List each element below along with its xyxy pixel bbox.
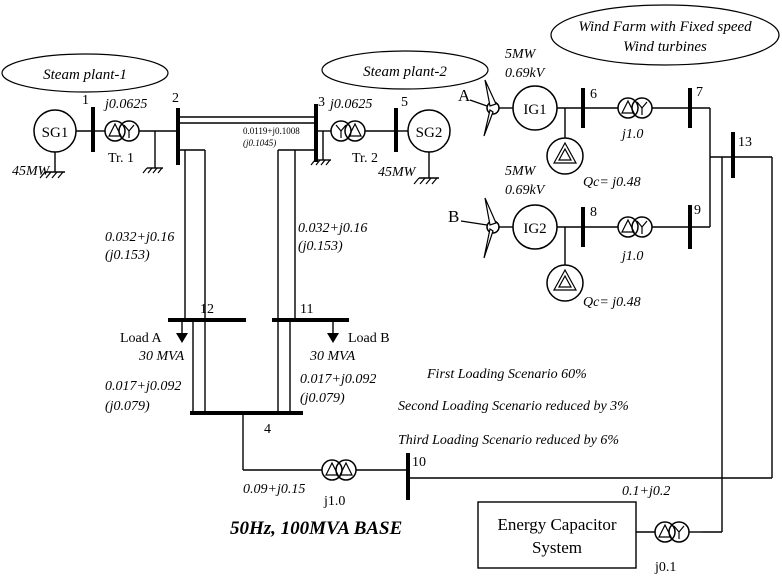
load-b: Load B 30 MVA (309, 320, 390, 364)
bus-9-label: 9 (694, 203, 701, 218)
bus-5-label: 5 (401, 95, 408, 110)
steam-plant-1-label: Steam plant-1 (1, 53, 169, 93)
steam-plant-2-label: Steam plant-2 (321, 50, 489, 90)
svg-text:Load B: Load B (348, 331, 390, 346)
loading-scenarios: First Loading Scenario 60% Second Loadin… (398, 367, 629, 448)
svg-text:Steam plant-2: Steam plant-2 (363, 64, 447, 80)
svg-text:(j0.079): (j0.079) (105, 399, 150, 414)
svg-text:5MW: 5MW (505, 47, 537, 62)
induction-generator-ig1: IG1 5MW 0.69kV (505, 47, 583, 131)
svg-text:5MW: 5MW (505, 164, 537, 179)
svg-text:(j0.1045): (j0.1045) (243, 138, 276, 148)
svg-text:0.0119+j0.1008: 0.0119+j0.1008 (243, 126, 300, 136)
line-3-11: 0.032+j0.16 (j0.153) (277, 149, 367, 320)
svg-text:Steam plant-1: Steam plant-1 (43, 67, 127, 83)
svg-text:30 MVA: 30 MVA (309, 349, 356, 364)
transformer-6-7: j1.0 (583, 97, 690, 142)
svg-text:SG2: SG2 (416, 125, 443, 141)
base-note: 50Hz, 100MVA BASE (230, 518, 402, 539)
bus-1-label: 1 (82, 93, 89, 108)
svg-text:Wind Farm with Fixed speed: Wind Farm with Fixed speed (578, 19, 752, 35)
bus-8-label: 8 (590, 205, 597, 220)
svg-text:0.017+j0.092: 0.017+j0.092 (105, 379, 181, 394)
line-13-ecs: 0.1+j0.2 (622, 157, 723, 533)
svg-text:30 MVA: 30 MVA (138, 349, 185, 364)
svg-text:First Loading Scenario 60%: First Loading Scenario 60% (426, 367, 587, 382)
line-11-4: 0.017+j0.092 (j0.079) (277, 320, 376, 413)
svg-text:0.017+j0.092: 0.017+j0.092 (300, 372, 376, 387)
transformer-tr2: j0.0625 Tr. 2 (310, 97, 396, 166)
generator-sg2: SG2 45MW (378, 109, 451, 185)
transformer-8-9: j1.0 (583, 216, 690, 264)
bus-12-label: 12 (200, 302, 214, 317)
svg-text:Energy Capacitor: Energy Capacitor (497, 515, 616, 534)
bus-11-label: 11 (300, 302, 313, 317)
transformer-tr1: j0.0625 Tr. 1 (93, 97, 178, 174)
svg-text:Qc= j0.48: Qc= j0.48 (583, 175, 641, 190)
capacitor-qc2: Qc= j0.48 (546, 227, 641, 310)
svg-text:0.1+j0.2: 0.1+j0.2 (622, 484, 670, 499)
svg-text:B: B (448, 207, 459, 226)
bus-13-label: 13 (738, 135, 752, 150)
bus-7-label: 7 (696, 85, 703, 100)
svg-text:j0.0625: j0.0625 (328, 97, 372, 112)
svg-text:Wind turbines: Wind turbines (623, 39, 707, 55)
svg-text:0.69kV: 0.69kV (505, 183, 546, 198)
svg-text:0.032+j0.16: 0.032+j0.16 (298, 221, 367, 236)
bus-3-label: 3 (318, 95, 325, 110)
svg-text:Second Loading Scenario reduce: Second Loading Scenario reduced by 3% (398, 399, 629, 414)
line-4-10: 0.09+j0.15 j1.0 (242, 413, 408, 509)
svg-text:Tr. 2: Tr. 2 (352, 151, 378, 166)
svg-text:45MW: 45MW (12, 164, 51, 179)
svg-text:0.032+j0.16: 0.032+j0.16 (105, 230, 174, 245)
wind-farm-label: Wind Farm with Fixed speed Wind turbines (550, 4, 780, 66)
line-7-9-13 (690, 107, 733, 228)
line-12-4: 0.017+j0.092 (j0.079) (105, 320, 206, 414)
svg-text:45MW: 45MW (378, 165, 417, 180)
svg-text:Tr. 1: Tr. 1 (108, 151, 134, 166)
bus-4-label: 4 (264, 422, 271, 437)
capacitor-qc1: Qc= j0.48 (546, 108, 641, 190)
svg-text:j1.0: j1.0 (620, 127, 643, 142)
line-2-12: 0.032+j0.16 (j0.153) (105, 149, 206, 320)
induction-generator-ig2: IG2 5MW 0.69kV (505, 164, 583, 250)
bus-2-label: 2 (172, 91, 179, 106)
svg-text:Load A: Load A (120, 331, 162, 346)
line-2-3: 0.0119+j0.1008 (j0.1045) (178, 116, 316, 148)
svg-text:j1.0: j1.0 (620, 249, 643, 264)
generator-sg1: SG1 45MW (12, 109, 77, 179)
svg-text:IG2: IG2 (523, 221, 546, 237)
bus-10-label: 10 (412, 455, 426, 470)
load-a: Load A 30 MVA (120, 320, 188, 364)
svg-text:Third Loading Scenario reduced: Third Loading Scenario reduced by 6% (398, 433, 619, 448)
svg-text:SG1: SG1 (42, 125, 69, 141)
svg-text:(j0.153): (j0.153) (298, 239, 343, 254)
svg-text:j1.0: j1.0 (323, 494, 345, 509)
svg-text:(j0.153): (j0.153) (105, 248, 150, 263)
energy-capacitor-system: Energy Capacitor System (477, 501, 637, 569)
svg-text:Qc= j0.48: Qc= j0.48 (583, 295, 641, 310)
svg-text:System: System (532, 538, 582, 557)
svg-text:0.69kV: 0.69kV (505, 66, 546, 81)
ecs-transformer: j0.1 (636, 521, 702, 575)
svg-text:j0.1: j0.1 (654, 560, 676, 575)
svg-text:j0.0625: j0.0625 (103, 97, 147, 112)
wind-turbine-b: B (448, 197, 513, 259)
line-10-13 (408, 156, 773, 479)
svg-text:(j0.079): (j0.079) (300, 391, 345, 406)
bus-6-label: 6 (590, 87, 597, 102)
wind-turbine-a: A (458, 79, 513, 137)
svg-text:0.09+j0.15: 0.09+j0.15 (243, 482, 305, 497)
svg-text:IG1: IG1 (523, 102, 546, 118)
svg-text:A: A (458, 86, 471, 105)
